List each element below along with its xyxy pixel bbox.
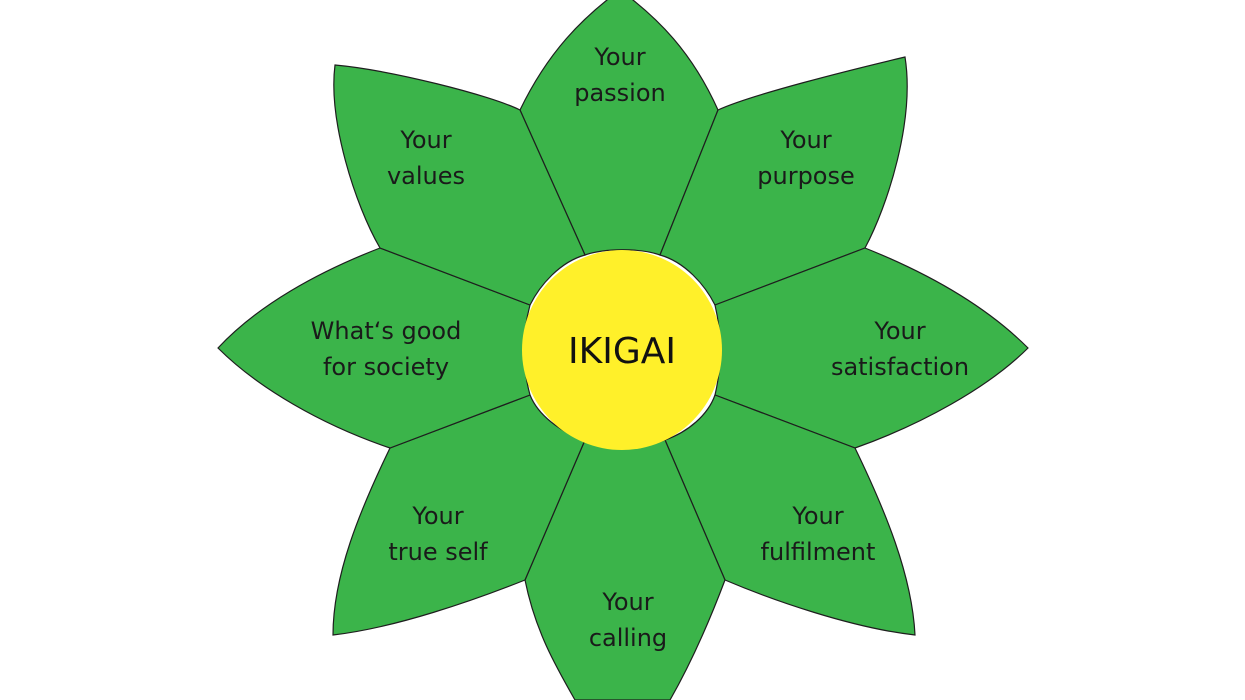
center-circle	[522, 250, 722, 450]
label-calling-line1: Your	[601, 588, 653, 616]
label-satisfaction: Your satisfaction	[831, 317, 969, 381]
label-purpose-line2: purpose	[757, 162, 855, 190]
label-calling: Your calling	[589, 588, 667, 652]
label-purpose-line1: Your	[779, 126, 831, 154]
label-satisfaction-line1: Your	[873, 317, 925, 345]
petal-purpose	[659, 56, 908, 306]
label-values-line1: Your	[399, 126, 451, 154]
label-calling-line2: calling	[589, 624, 667, 652]
label-passion-line2: passion	[574, 79, 666, 107]
label-values: Your values	[387, 126, 465, 190]
label-fulfilment-line2: fulfilment	[761, 538, 876, 566]
label-true-self: Your true self	[388, 502, 488, 566]
label-fulfilment: Your fulfilment	[761, 502, 876, 566]
petal-true-self	[332, 394, 586, 636]
petal-passion	[519, 0, 719, 256]
label-true-self-line1: Your	[411, 502, 463, 530]
label-purpose: Your purpose	[757, 126, 855, 190]
center-label: IKIGAI	[568, 331, 676, 372]
label-satisfaction-line2: satisfaction	[831, 353, 969, 381]
label-values-line2: values	[387, 162, 465, 190]
label-passion-line1: Your	[593, 43, 645, 71]
label-society: What‘s good for society	[311, 317, 462, 381]
label-true-self-line2: true self	[388, 538, 488, 566]
petal-fulfilment	[664, 394, 916, 636]
petal-values	[333, 64, 586, 306]
label-society-line2: for society	[323, 353, 449, 381]
label-fulfilment-line1: Your	[791, 502, 843, 530]
label-passion: Your passion	[574, 43, 666, 107]
label-society-line1: What‘s good	[311, 317, 462, 345]
